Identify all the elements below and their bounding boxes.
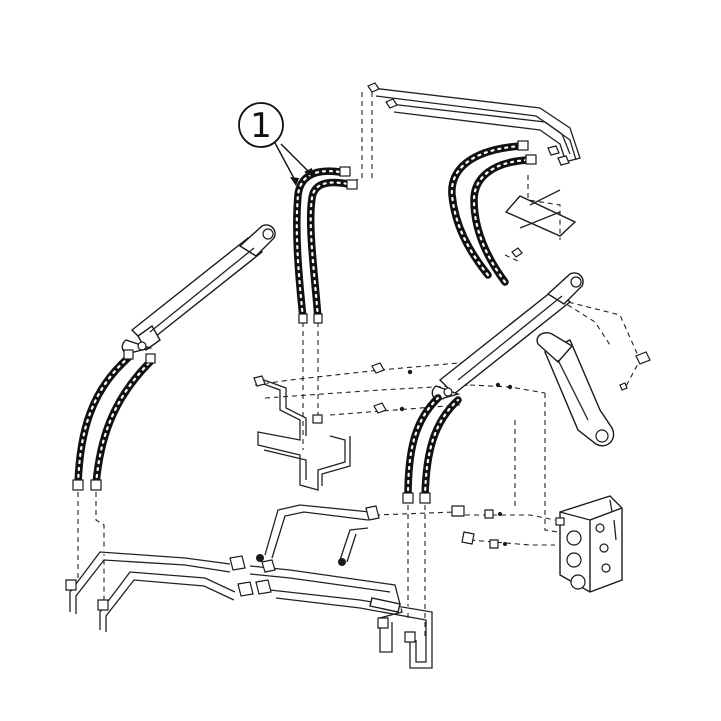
right-cylinder-hoses <box>402 394 462 504</box>
bracket-plate <box>504 189 577 258</box>
hose-pair-top-right <box>448 140 537 286</box>
left-cylinder-hoses <box>72 349 156 491</box>
elbow-cylinder <box>536 332 651 447</box>
hose-pair-callout <box>293 166 358 324</box>
callout-number: 1 <box>250 106 272 146</box>
callout-1: 1 <box>238 102 313 186</box>
callout-leader-line <box>280 143 312 175</box>
callout-leader-line <box>274 142 297 183</box>
callout-arrowhead <box>304 168 313 177</box>
middle-pipe-assembly <box>253 362 513 493</box>
left-hydraulic-cylinder <box>121 224 276 355</box>
lower-middle-pipes <box>256 503 507 566</box>
callout-circle <box>238 102 284 148</box>
lower-long-pipes <box>65 550 434 670</box>
callout-arrowhead <box>290 177 299 186</box>
top-pipe-assembly <box>367 82 581 166</box>
control-valve-block <box>555 495 623 593</box>
